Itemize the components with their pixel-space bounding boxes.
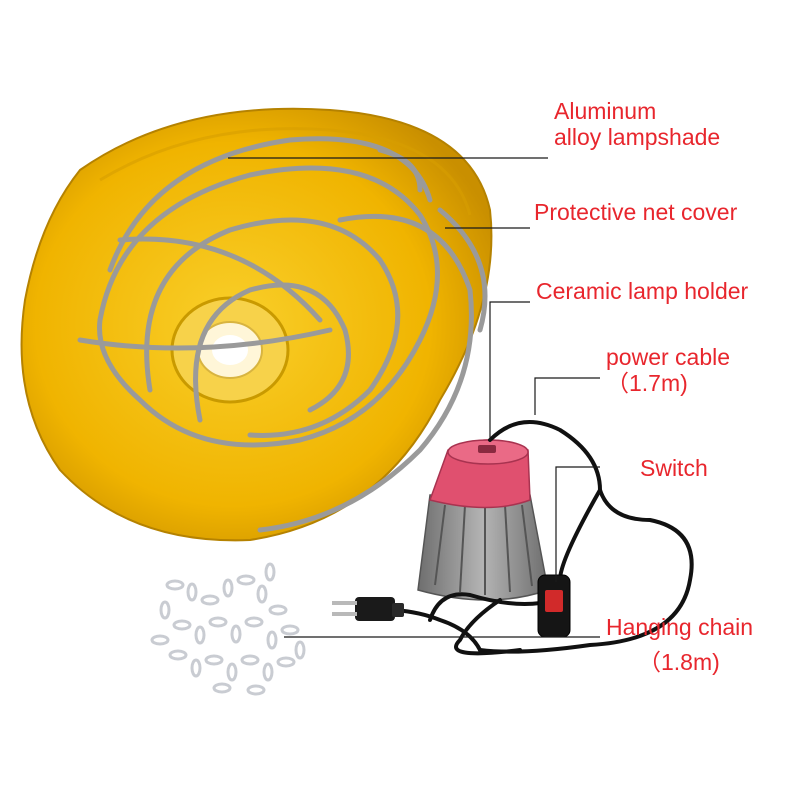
label-chain-line2: （1.8m) (638, 649, 720, 675)
chain-icon (150, 562, 306, 696)
rocker-switch-icon (537, 574, 571, 638)
leader-power-cable (534, 377, 600, 415)
leader-lines (228, 157, 600, 638)
label-lampshade-line2: alloy lampshade (554, 124, 721, 150)
label-lamp-holder: Ceramic lamp holder (536, 278, 749, 304)
plug-icon (332, 597, 404, 621)
label-switch: Switch (640, 455, 708, 481)
leader-lamp-holder (489, 301, 530, 440)
ceramic-holder-icon (417, 439, 549, 601)
label-chain-line1: Hanging chain (606, 614, 754, 640)
label-lampshade-line1: Aluminum (554, 98, 657, 124)
label-power-cable-line2: （1.7m) (606, 370, 688, 396)
wire-cage-icon (77, 136, 488, 533)
leader-switch (555, 466, 600, 582)
label-net-cover: Protective net cover (534, 199, 738, 225)
label-power-cable-line1: power cable (606, 344, 731, 370)
